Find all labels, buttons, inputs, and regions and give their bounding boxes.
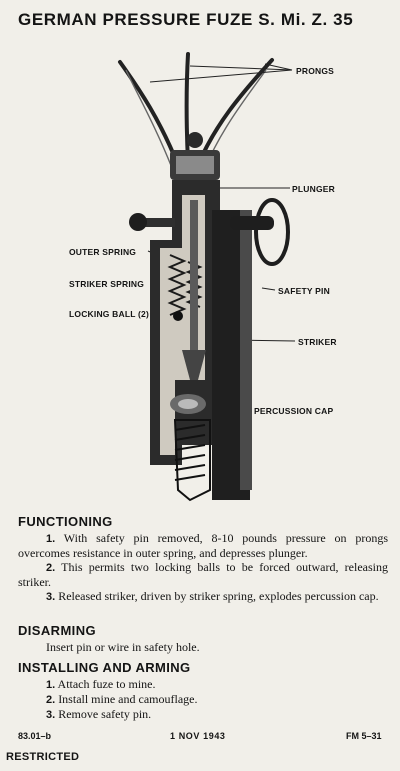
installing-section: INSTALLING AND ARMING 1. Attach fuze to … (18, 660, 388, 722)
fuze-cutaway-diagram (118, 52, 296, 502)
label-safety-pin: SAFETY PIN (278, 286, 330, 296)
label-prongs: PRONGS (296, 66, 335, 76)
functioning-item-1: 1. With safety pin removed, 8-10 pounds … (18, 531, 388, 560)
functioning-heading: FUNCTIONING (18, 514, 113, 529)
footer-manual-number: FM 5–31 (346, 731, 382, 741)
installing-heading: INSTALLING AND ARMING (18, 660, 191, 675)
label-striker-spring: STRIKER SPRING (69, 279, 145, 289)
disarming-section: DISARMING Insert pin or wire in safety h… (18, 623, 388, 654)
restricted-stamp: RESTRICTED (6, 751, 80, 763)
label-locking-ball: LOCKING BALL (2) (69, 309, 150, 319)
installing-step-3: 3. Remove safety pin. (46, 707, 152, 721)
functioning-item-3: 3. Released striker, driven by striker s… (46, 589, 379, 603)
functioning-item-2: 2. This permits two locking balls to be … (18, 560, 388, 589)
installing-step-1: 1. Attach fuze to mine. (46, 677, 156, 691)
installing-step-2: 2. Install mine and camouflage. (46, 692, 198, 706)
prongs-drawing (118, 52, 274, 167)
label-percussion-cap: PERCUSSION CAP (254, 406, 334, 416)
disarming-text: Insert pin or wire in safety hole. (46, 640, 200, 654)
footer-date: 1 NOV 1943 (170, 731, 226, 741)
footer-paragraph-number: 83.01–b (18, 731, 52, 741)
label-striker: STRIKER (298, 337, 337, 347)
disarming-heading: DISARMING (18, 623, 96, 638)
label-plunger: PLUNGER (292, 184, 335, 194)
label-outer-spring: OUTER SPRING (69, 247, 137, 257)
functioning-section: FUNCTIONING 1. With safety pin removed, … (18, 514, 388, 604)
page-title: GERMAN PRESSURE FUZE S. Mi. Z. 35 (18, 10, 354, 29)
